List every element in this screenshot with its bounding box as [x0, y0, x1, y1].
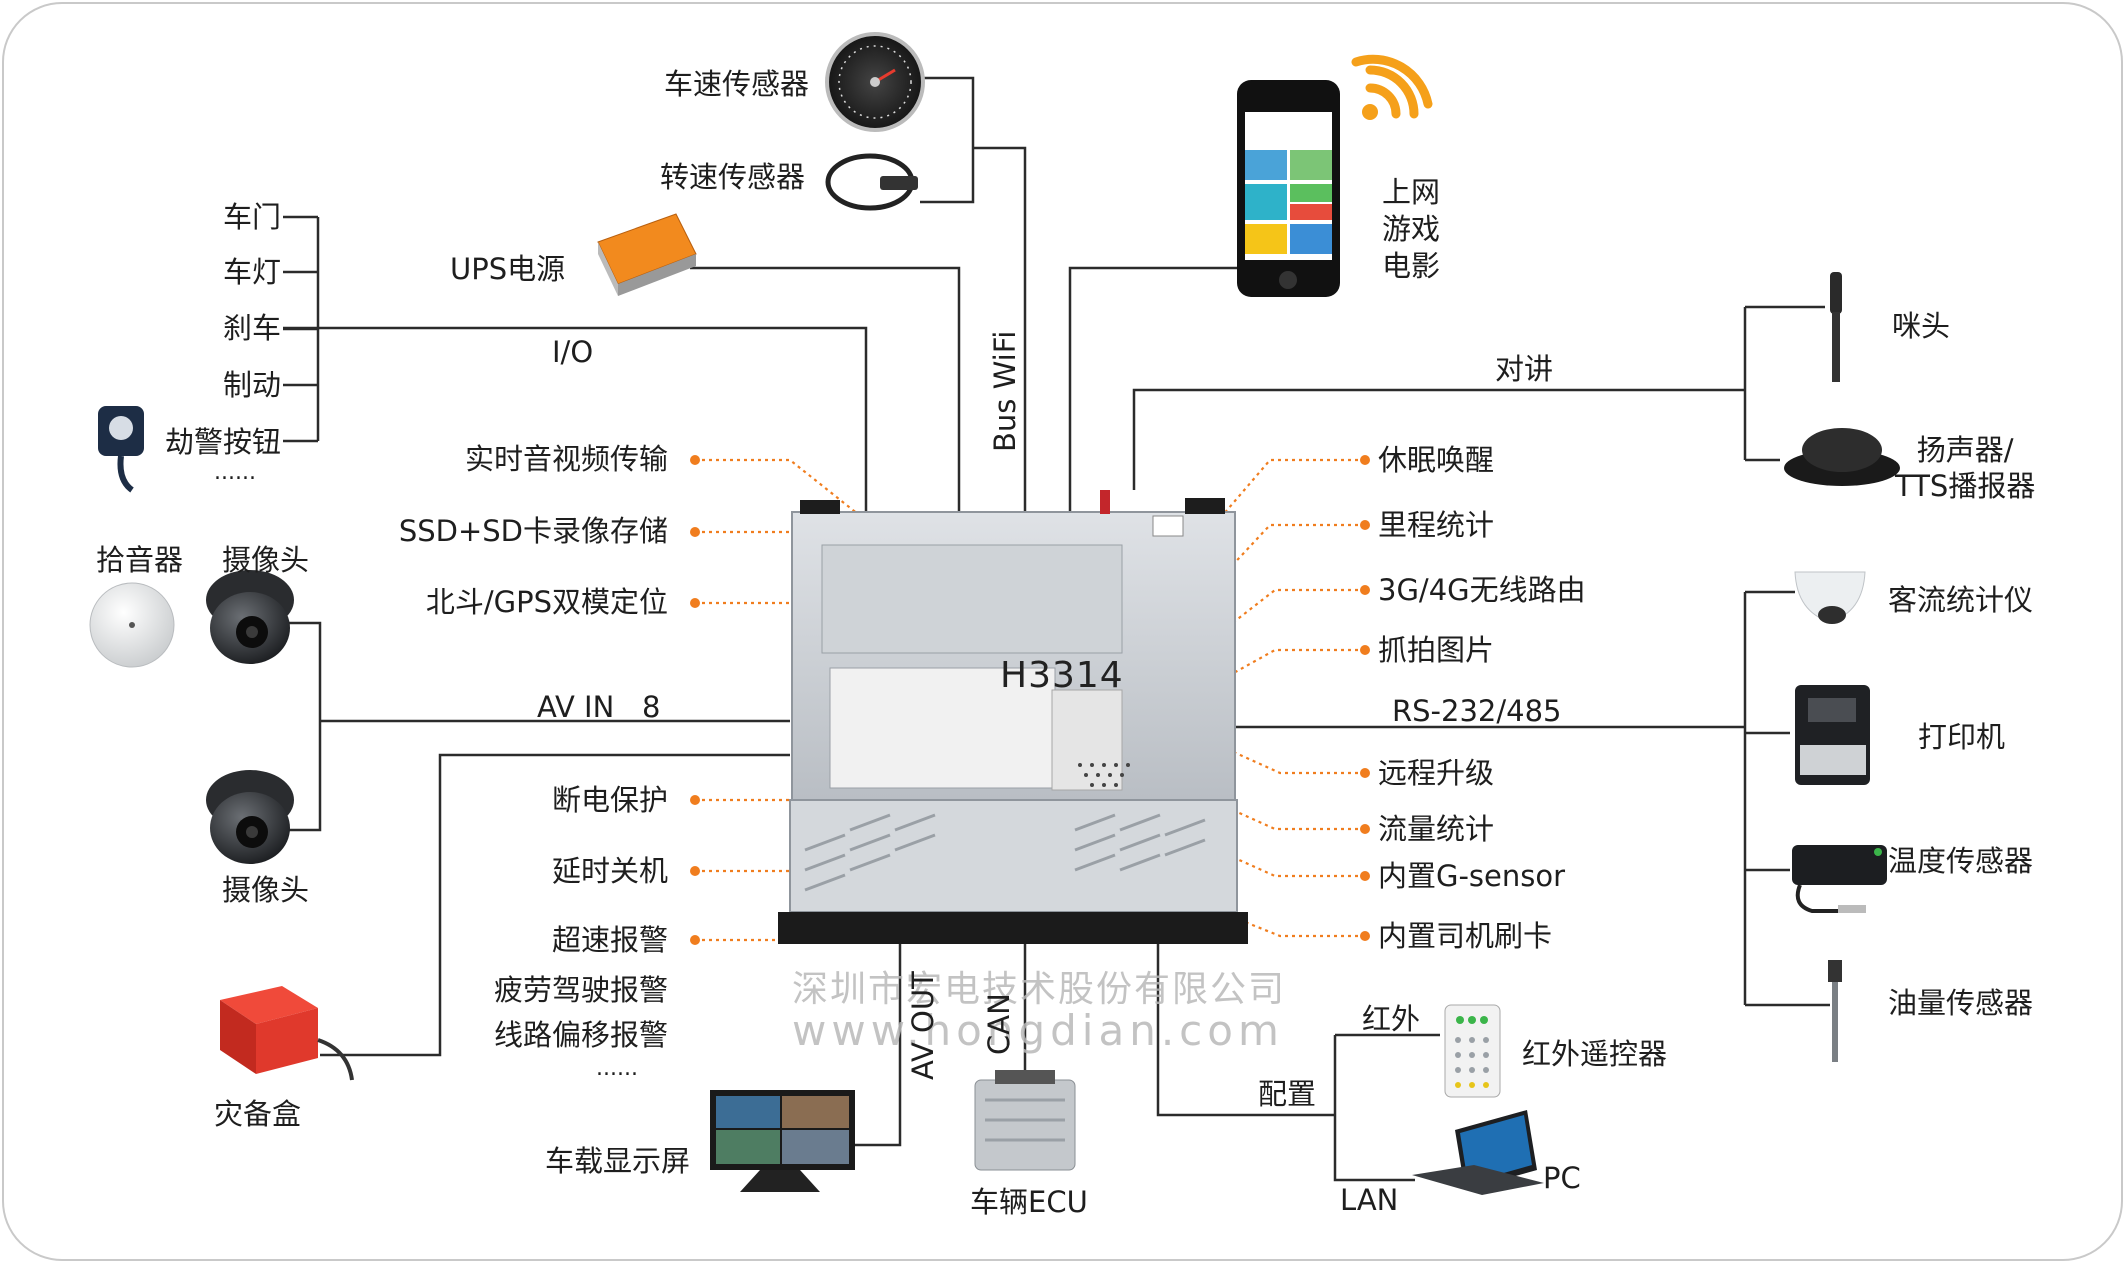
io-more: ......	[214, 460, 256, 485]
speedometer-icon	[825, 32, 925, 132]
feature-gps: 北斗/GPS双模定位	[425, 585, 668, 619]
io-label-door: 车门	[222, 200, 281, 234]
alarm-fatigue: 疲劳驾驶报警	[493, 973, 668, 1007]
microphone-icon	[1830, 272, 1842, 382]
feature-live-av: 实时音视频传输	[464, 442, 668, 476]
feature-traffic-stats: 流量统计	[1378, 812, 1495, 846]
dome-camera-top-icon	[206, 570, 294, 664]
printer-label: 打印机	[1918, 720, 2006, 754]
ups-power-icon	[597, 213, 697, 296]
feature-delay-off: 延时关机	[551, 854, 668, 888]
blackbox-icon	[220, 986, 354, 1081]
fuel-sensor-icon	[1828, 960, 1842, 1062]
io-bus-label: I/O	[552, 335, 594, 369]
feature-g-sensor: 内置G-sensor	[1378, 859, 1566, 893]
vehicle-display-icon	[710, 1090, 855, 1192]
phone-line-3: 电影	[1382, 249, 1441, 283]
dome-camera-bottom-icon	[206, 770, 294, 864]
config-label: 配置	[1258, 1077, 1317, 1111]
mic-label: 咪头	[1892, 309, 1951, 343]
intercom-label: 对讲	[1495, 352, 1554, 386]
feature-card-reader: 内置司机刷卡	[1378, 919, 1553, 953]
speaker-icon	[1784, 428, 1900, 486]
feature-storage: SSD+SD卡录像存储	[398, 514, 668, 548]
feature-overspeed: 超速报警	[551, 923, 668, 957]
lan-label: LAN	[1340, 1183, 1399, 1217]
feature-snapshot: 抓拍图片	[1378, 633, 1495, 667]
io-label-braking: 制动	[222, 368, 281, 402]
passenger-counter-icon	[1794, 571, 1866, 624]
alarms-more: ......	[596, 1056, 638, 1081]
blackbox-label: 灾备盒	[214, 1097, 302, 1131]
alarm-route: 线路偏移报警	[493, 1018, 668, 1052]
watermark-url: www.hongdian.com	[792, 1006, 1284, 1055]
phone-line-1: 上网	[1382, 175, 1441, 209]
speed-sensor-label: 车速传感器	[664, 67, 810, 101]
printer-icon	[1795, 685, 1870, 785]
feature-remote-upgrade: 远程升级	[1378, 756, 1495, 790]
wifi-icon	[1351, 54, 1433, 120]
camera-top-label: 摄像头	[222, 543, 310, 577]
pickup-microphone-icon	[89, 582, 175, 668]
feature-router: 3G/4G无线路由	[1378, 573, 1586, 607]
temperature-sensor-icon	[1792, 845, 1887, 913]
ir-remote-label: 红外遥控器	[1522, 1037, 1668, 1071]
fuel-sensor-label: 油量传感器	[1888, 986, 2034, 1020]
rpm-sensor-label: 转速传感器	[660, 160, 806, 194]
rs232-label: RS-232/485	[1392, 694, 1562, 728]
av-in-label: AV IN 8	[537, 690, 661, 724]
display-label: 车载显示屏	[545, 1144, 691, 1178]
ecu-label: 车辆ECU	[970, 1185, 1088, 1219]
camera-bottom-label: 摄像头	[222, 873, 310, 907]
feature-mileage: 里程统计	[1378, 508, 1495, 542]
feature-power-protect: 断电保护	[551, 783, 668, 817]
io-label-brake: 刹车	[222, 311, 281, 345]
speaker-label: 扬声器/ TTS播报器	[1895, 433, 2036, 504]
device-model: H3314	[1000, 655, 1124, 696]
bus-wifi-label: Bus WiFi	[988, 330, 1022, 452]
panic-button-icon	[98, 406, 144, 493]
av-out-label: AV OUT	[906, 971, 940, 1080]
connection-lines	[265, 76, 1830, 1182]
can-label: CAN	[982, 993, 1016, 1055]
io-label-light: 车灯	[222, 255, 281, 289]
laptop-icon	[1412, 1110, 1544, 1195]
watermark-company: 深圳市宏电技术股份有限公司	[792, 969, 1287, 1010]
rpm-sensor-icon	[825, 153, 918, 211]
io-label-panic: 劫警按钮	[164, 425, 281, 459]
passenger-counter-label: 客流统计仪	[1888, 583, 2034, 617]
feature-sleep-wake: 休眠唤醒	[1378, 443, 1495, 477]
pc-label: PC	[1543, 1161, 1581, 1195]
phone-line-2: 游戏	[1382, 212, 1441, 246]
ir-label: 红外	[1362, 1002, 1421, 1036]
temperature-sensor-label: 温度传感器	[1888, 844, 2034, 878]
vehicle-ecu-icon	[974, 1070, 1076, 1171]
ir-remote-icon	[1444, 1004, 1501, 1098]
smartphone-icon	[1237, 80, 1340, 297]
dvr-device	[778, 490, 1248, 944]
ups-label: UPS电源	[450, 252, 566, 286]
pickup-label: 拾音器	[96, 543, 184, 577]
